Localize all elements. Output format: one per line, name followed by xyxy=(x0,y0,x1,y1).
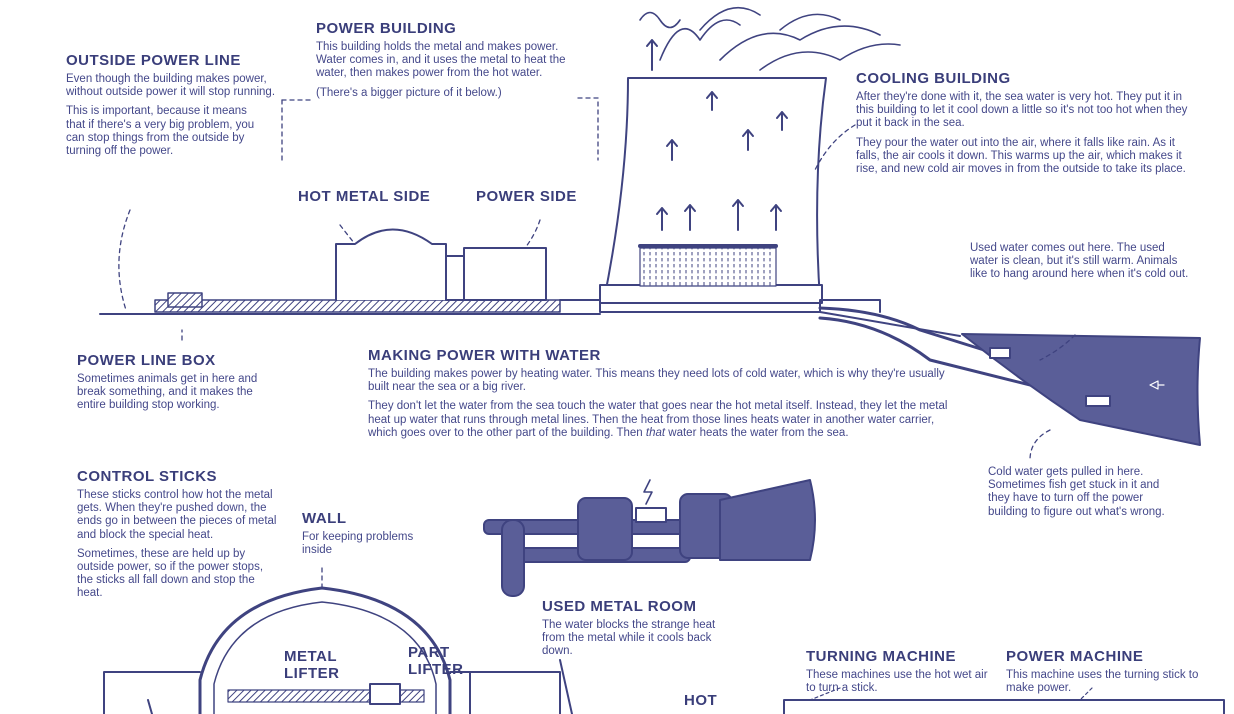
used-metal-room-title: USED METAL ROOM xyxy=(542,598,697,615)
making-power-text-2b: water heats the water from the sea. xyxy=(665,426,849,439)
control-sticks-title: CONTROL STICKS xyxy=(77,468,218,485)
cooling-building-block: COOLING BUILDING After they're done with… xyxy=(856,70,1192,182)
control-sticks-text-1: These sticks control how hot the metal g… xyxy=(77,489,277,541)
power-line-box-block: POWER LINE BOX Sometimes animals get in … xyxy=(77,352,273,419)
making-power-text-2-em: that xyxy=(645,426,666,439)
used-water-block: Used water comes out here. The used wate… xyxy=(970,242,1192,288)
ground-line xyxy=(99,311,961,337)
intake-grate xyxy=(1085,395,1111,407)
cooling-basin xyxy=(599,284,823,304)
turbine-building xyxy=(783,699,1225,714)
sea xyxy=(961,333,1201,446)
water-pipe-out xyxy=(818,306,1002,357)
power-machine-text: This machine uses the turning stick to m… xyxy=(1006,669,1199,695)
lightning-icon xyxy=(643,479,653,505)
outside-power-line-text-2: This is important, because it means that… xyxy=(66,105,255,158)
power-line-box-text: Sometimes animals get in here and break … xyxy=(77,373,258,412)
cooling-rain xyxy=(639,247,777,287)
making-power-text-2a: They don't let the water from the sea to… xyxy=(368,400,948,439)
making-power-block: MAKING POWER WITH WATER The building mak… xyxy=(368,347,952,446)
outside-power-line-title: OUTSIDE POWER LINE xyxy=(66,52,241,69)
ground-hatch xyxy=(154,299,561,313)
used-metal-diagram xyxy=(483,479,816,597)
wall-block: WALL For keeping problems inside xyxy=(302,510,422,563)
air-up-arrows xyxy=(646,39,788,231)
control-sticks-text-2: Sometimes, these are held up by outside … xyxy=(77,547,264,600)
turning-machine-block: TURNING MACHINE These machines use the h… xyxy=(806,648,996,701)
wall-title: WALL xyxy=(302,510,347,527)
metal-lifter-label: METAL LIFTER xyxy=(284,648,340,682)
cold-water-block: Cold water gets pulled in here. Sometime… xyxy=(988,466,1168,525)
turning-machine-title: TURNING MACHINE xyxy=(806,648,956,665)
cooling-building-text-2: They pour the water out into the air, wh… xyxy=(856,136,1186,176)
making-power-title: MAKING POWER WITH WATER xyxy=(368,347,601,364)
turning-machine-text: These machines use the hot wet air to tu… xyxy=(806,669,988,695)
used-metal-room-block: USED METAL ROOM The water blocks the str… xyxy=(542,598,738,665)
power-machine-title: POWER MACHINE xyxy=(1006,648,1144,665)
cooling-building-text-1: After they're done with it, the sea wate… xyxy=(856,91,1188,130)
part-lifter-label: PART LIFTER xyxy=(408,644,464,678)
power-building-text-1: This building holds the metal and makes … xyxy=(316,41,566,80)
leader-lines xyxy=(118,97,1076,591)
outside-power-line-text-1: Even though the building makes power, wi… xyxy=(66,73,276,99)
used-metal-room-text: The water blocks the strange heat from t… xyxy=(542,619,716,658)
power-building-text-2: (There's a bigger picture of it below.) xyxy=(316,86,502,99)
outflow-grate xyxy=(989,347,1011,359)
power-building-title: POWER BUILDING xyxy=(316,20,457,37)
power-side-building xyxy=(463,247,547,301)
power-machine-block: POWER MACHINE This machine uses the turn… xyxy=(1006,648,1216,701)
reactor-section xyxy=(103,586,573,714)
hot-metal-side-label: HOT METAL SIDE xyxy=(298,188,431,205)
hot-wet-air-label: HOT xyxy=(684,692,718,709)
power-side-label: POWER SIDE xyxy=(476,188,577,205)
power-line-box-title: POWER LINE BOX xyxy=(77,352,216,369)
power-building-block: POWER BUILDING This building holds the m… xyxy=(316,20,584,106)
cooling-building-title: COOLING BUILDING xyxy=(856,70,1011,87)
wall-dome xyxy=(198,586,452,714)
power-line-box xyxy=(167,292,203,308)
wall-text: For keeping problems inside xyxy=(302,531,414,557)
used-water-text: Used water comes out here. The used wate… xyxy=(970,242,1189,281)
connector-box xyxy=(445,255,465,301)
fish-icon xyxy=(1149,380,1165,390)
making-power-text-1: The building makes power by heating wate… xyxy=(368,368,945,394)
cold-water-text: Cold water gets pulled in here. Sometime… xyxy=(988,466,1165,518)
control-sticks-block: CONTROL STICKS These sticks control how … xyxy=(77,468,289,607)
making-power-text-2: They don't let the water from the sea to… xyxy=(368,400,952,440)
water-pipe-in xyxy=(818,316,1092,402)
steam-icon xyxy=(639,6,901,71)
outside-power-line-block: OUTSIDE POWER LINE Even though the build… xyxy=(66,52,290,164)
